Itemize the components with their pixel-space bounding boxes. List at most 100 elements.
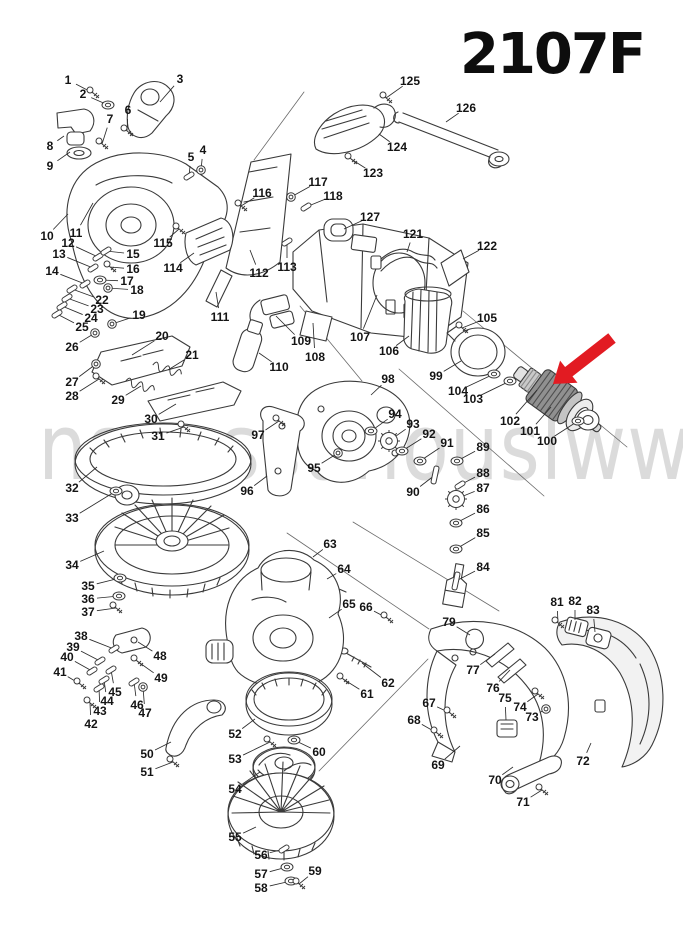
part-label-51: 51 [140, 765, 154, 779]
brush-cap-83 [585, 626, 612, 650]
part-label-5: 5 [187, 150, 195, 164]
part-label-73: 73 [525, 710, 539, 724]
part-label-27: 27 [65, 375, 79, 389]
part-label-116: 116 [252, 186, 272, 200]
strip-77 [485, 642, 515, 668]
part-label-9: 9 [46, 159, 54, 173]
saw-arm [225, 153, 292, 276]
part-label-46: 46 [130, 698, 144, 712]
part-label-95: 95 [307, 461, 321, 475]
part-label-75: 75 [498, 691, 512, 705]
part-label-64: 64 [337, 562, 351, 576]
part-label-89: 89 [476, 440, 490, 454]
part-label-103: 103 [462, 392, 484, 406]
part-label-10: 10 [40, 229, 54, 243]
lead-wires-121 [376, 248, 438, 272]
part-label-28: 28 [65, 389, 79, 403]
part-label-86: 86 [476, 502, 490, 516]
tube-110 [232, 319, 264, 373]
part-label-81: 81 [550, 595, 564, 609]
part-label-96: 96 [240, 484, 254, 498]
part-label-118: 118 [323, 189, 343, 203]
part-label-3: 3 [176, 72, 184, 86]
highlight-arrow-icon [553, 333, 616, 384]
part-label-111: 111 [210, 310, 230, 324]
part-label-18: 18 [130, 283, 144, 297]
part-label-44: 44 [100, 694, 114, 708]
part-label-42: 42 [84, 717, 98, 731]
part-label-66: 66 [359, 600, 373, 614]
part-label-26: 26 [65, 340, 79, 354]
part-label-21: 21 [185, 348, 199, 362]
part-label-49: 49 [154, 671, 168, 685]
part-label-39: 39 [66, 640, 80, 654]
part-label-12: 12 [61, 236, 75, 250]
part-label-59: 59 [308, 864, 322, 878]
part-label-112: 112 [249, 266, 269, 280]
handle-70 [501, 755, 562, 795]
part-label-14: 14 [45, 264, 59, 278]
part-label-54: 54 [228, 782, 242, 796]
part-label-47: 47 [138, 706, 152, 720]
part-label-43: 43 [93, 704, 107, 718]
part-label-7: 7 [106, 112, 114, 126]
part-label-79: 79 [442, 615, 456, 629]
lever-50 [165, 699, 226, 757]
part-label-29: 29 [111, 393, 125, 407]
part-label-52: 52 [228, 727, 242, 741]
part-label-62: 62 [381, 676, 395, 690]
part-label-8: 8 [46, 139, 54, 153]
part-label-91: 91 [440, 436, 454, 450]
leader-lines [52, 83, 596, 887]
part-label-1: 1 [64, 73, 72, 87]
part-label-30: 30 [144, 412, 158, 426]
part-label-107: 107 [349, 330, 371, 344]
part-label-93: 93 [406, 417, 420, 431]
part-label-94: 94 [388, 407, 402, 421]
part-label-58: 58 [254, 881, 268, 895]
part-label-16: 16 [126, 262, 140, 276]
part-label-113: 113 [277, 260, 297, 274]
part-label-19: 19 [132, 308, 146, 322]
part-label-24: 24 [84, 311, 98, 325]
part-label-34: 34 [65, 558, 79, 572]
part-label-67: 67 [422, 696, 436, 710]
part-label-83: 83 [586, 603, 600, 617]
part-label-11: 11 [69, 226, 83, 240]
part-label-104: 104 [447, 384, 469, 398]
part-label-61: 61 [360, 687, 374, 701]
part-label-87: 87 [476, 481, 490, 495]
part-label-101: 101 [519, 424, 541, 438]
plate-20 [91, 335, 191, 386]
part-label-4: 4 [199, 143, 207, 157]
part-label-115: 115 [153, 236, 173, 250]
part-label-25: 25 [75, 320, 89, 334]
part-label-88: 88 [476, 466, 490, 480]
knob-8 [56, 108, 95, 135]
part-label-74: 74 [513, 700, 527, 714]
part-label-90: 90 [406, 485, 420, 499]
part-label-125: 125 [399, 74, 421, 88]
cover-72 [556, 616, 664, 768]
fastener-glyphs [51, 86, 585, 890]
part-label-123: 123 [362, 166, 384, 180]
part-label-32: 32 [65, 481, 79, 495]
part-label-35: 35 [81, 579, 95, 593]
part-label-15: 15 [126, 247, 140, 261]
wheel-ring-52 [245, 672, 333, 736]
part-label-60: 60 [312, 745, 326, 759]
part-label-63: 63 [323, 537, 337, 551]
part-label-17: 17 [120, 274, 134, 288]
lever-3 [126, 81, 175, 139]
part-label-37: 37 [81, 605, 95, 619]
part-label-45: 45 [108, 685, 122, 699]
part-label-70: 70 [488, 773, 502, 787]
part-label-6: 6 [124, 103, 132, 117]
part-label-108: 108 [304, 350, 326, 364]
part-label-77: 77 [466, 663, 480, 677]
part-label-114: 114 [163, 261, 183, 275]
bracket-48 [112, 627, 151, 654]
strip-76 [497, 658, 527, 684]
